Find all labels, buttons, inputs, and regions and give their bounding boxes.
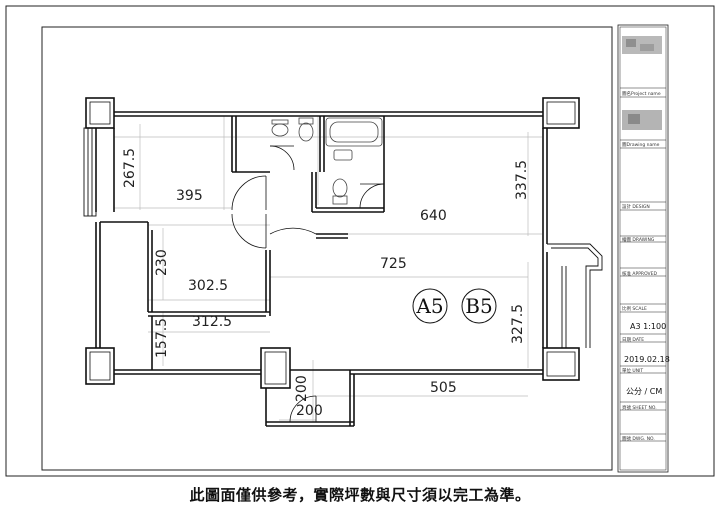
tb-drawing: 繪圖 DRAWING <box>622 236 655 243</box>
dim-267-5: 267.5 <box>122 148 138 188</box>
unit-label-b5: B5 <box>465 294 492 318</box>
dim-505: 505 <box>430 380 457 396</box>
dim-200-vertical: 200 <box>294 375 310 402</box>
title-block: 圖名Project name 圖Drawing name 設計 DESIGN 繪… <box>617 24 670 473</box>
toilet-icon <box>298 122 314 142</box>
dim-327-5: 327.5 <box>510 304 526 344</box>
tb-scale-label: 比例 SCALE <box>622 305 647 312</box>
unit-circle-a5 <box>412 288 448 324</box>
dimension-guides <box>114 116 542 422</box>
dim-157-5: 157.5 <box>154 318 170 358</box>
tb-dwg-label: 圖號 DWG. NO. <box>622 435 655 442</box>
dim-337-5: 337.5 <box>514 160 530 200</box>
dim-312-5: 312.5 <box>192 314 232 330</box>
walls <box>95 111 548 427</box>
tb-unit-label: 單位 UNIT <box>622 367 643 374</box>
tb-unit-value: 公分 / CM <box>626 387 662 396</box>
left-window <box>83 127 97 217</box>
bathtub-icon <box>325 117 383 147</box>
unit-markers: A5 B5 <box>412 288 497 324</box>
right-bay-window <box>547 243 603 348</box>
tb-approved: 核准 APPROVED <box>622 270 657 277</box>
dim-395: 395 <box>176 188 203 204</box>
unit-circle-b5 <box>461 288 497 324</box>
sheet-outer-frame <box>5 5 715 477</box>
dim-640: 640 <box>420 208 447 224</box>
tb-project-name: 圖名Project name <box>622 90 661 97</box>
dim-302-5: 302.5 <box>188 278 228 294</box>
tb-drawing-name: 圖Drawing name <box>622 142 660 148</box>
unit-label-a5: A5 <box>415 294 443 318</box>
doors <box>231 145 385 423</box>
sink-icon <box>271 123 289 137</box>
tb-design: 設計 DESIGN <box>622 203 650 210</box>
tb-date-label: 日期 DATE <box>622 337 644 343</box>
tb-scale-value: A3 1:100 <box>630 322 666 331</box>
dim-230: 230 <box>154 249 170 276</box>
footer-disclaimer: 此圖面僅供參考，實際坪數與尺寸須以完工為準。 <box>189 486 531 504</box>
sheet-inner-frame <box>41 26 613 471</box>
dim-200-horizontal: 200 <box>296 403 323 419</box>
dimension-labels: 267.5 395 337.5 640 230 302.5 725 327.5 … <box>122 148 530 419</box>
tb-date-value: 2019.02.18 <box>624 355 670 364</box>
columns <box>85 97 580 389</box>
bath-fixtures <box>271 117 383 205</box>
tb-sheet-label: 頁號 SHEET NO. <box>622 404 657 411</box>
toilet-icon <box>332 178 348 198</box>
dim-725: 725 <box>380 256 407 272</box>
